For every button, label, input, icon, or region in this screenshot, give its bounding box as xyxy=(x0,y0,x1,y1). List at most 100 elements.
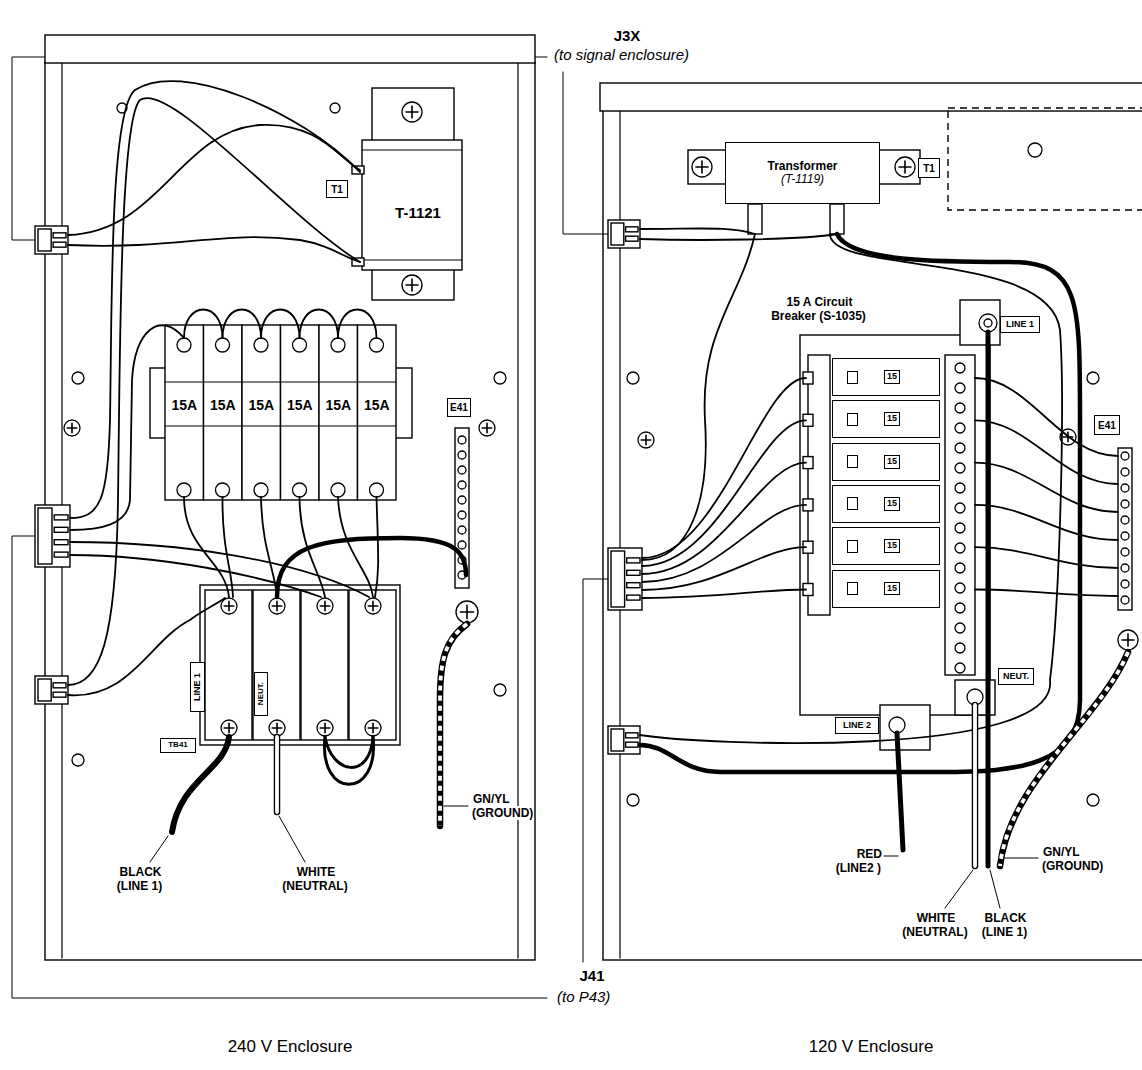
terminal xyxy=(955,623,965,633)
screw-slot xyxy=(641,435,651,445)
wire xyxy=(642,547,806,590)
terminal-module xyxy=(253,590,300,740)
wire xyxy=(642,505,806,582)
terminal xyxy=(177,483,191,497)
part-label: E41 xyxy=(1098,420,1116,431)
breaker-handle xyxy=(847,371,858,384)
breaker-panel xyxy=(800,335,990,715)
breaker-rating: 15A xyxy=(320,394,357,418)
ground-bar-tag: E41 xyxy=(447,398,471,417)
ground-terminal xyxy=(1121,500,1129,508)
connector-callout: (to P43) xyxy=(556,988,611,1005)
mounting-hole xyxy=(72,372,84,384)
ground-terminal xyxy=(1121,468,1129,476)
terminal xyxy=(955,463,965,473)
connector-pin xyxy=(627,583,640,588)
ground-terminal xyxy=(458,481,466,489)
screw-slot xyxy=(406,279,418,291)
rating-label: 15 xyxy=(884,455,900,469)
leader-line xyxy=(945,870,973,908)
terminal xyxy=(955,603,965,613)
breaker-module xyxy=(204,325,243,500)
terminal-block-base xyxy=(200,585,400,745)
ground-wire-stripe xyxy=(440,624,467,826)
enclosure-caption: 120 V Enclosure xyxy=(809,1038,934,1057)
lug-housing xyxy=(960,300,1000,345)
part-label: NEUT. xyxy=(1003,672,1029,682)
terminal-tag: T1 xyxy=(326,180,348,198)
screw-slot xyxy=(460,605,473,618)
wire-label: GN/YL (GROUND) xyxy=(472,792,534,820)
wire-label: GN/YL (GROUND) xyxy=(1042,845,1104,873)
connector-pin xyxy=(53,233,66,238)
screw xyxy=(64,420,80,436)
connector-latch xyxy=(38,229,51,251)
leader-line xyxy=(150,836,168,862)
ground-terminal xyxy=(458,511,466,519)
leader-line xyxy=(884,856,898,857)
enclosure-lid xyxy=(600,83,1142,111)
ground-terminal xyxy=(458,451,466,459)
connector-body xyxy=(35,676,68,704)
connector-latch xyxy=(38,508,52,564)
label-box: (to signal enclosure) xyxy=(553,46,733,63)
lug-housing xyxy=(880,705,930,750)
transformer-lamination xyxy=(362,150,462,260)
terminal-tag: LINE 1 xyxy=(190,662,206,712)
mounting-hole xyxy=(627,372,639,384)
part-label: 15A xyxy=(171,398,197,413)
part-label: 15A xyxy=(210,398,236,413)
screw-slot xyxy=(272,601,282,611)
wire-label: BLACK (LINE 1) xyxy=(117,865,163,893)
terminal xyxy=(955,543,965,553)
wire xyxy=(261,310,300,339)
label-box: J41 xyxy=(577,967,607,984)
circuit-breaker: 15 xyxy=(832,443,940,481)
label-box: 15 A Circuit Breaker (S-1035) xyxy=(763,296,875,324)
part-label: 15A xyxy=(364,398,390,413)
terminal xyxy=(955,503,965,513)
screw xyxy=(638,432,654,448)
connector-pin xyxy=(53,242,66,247)
screw-slot xyxy=(224,601,234,611)
terminal xyxy=(370,483,384,497)
connector-latch xyxy=(611,729,624,751)
connector-body xyxy=(608,548,642,610)
breaker-handle xyxy=(847,413,858,426)
screw xyxy=(221,720,237,736)
connector-pin xyxy=(53,692,66,697)
enclosure-body xyxy=(603,108,1142,960)
part-label: LINE 1 xyxy=(193,673,203,701)
circuit-breaker: 15 xyxy=(832,358,940,396)
label-box: RED (LINE2 ) xyxy=(822,848,882,876)
screw xyxy=(269,598,285,614)
leader-line xyxy=(279,816,305,862)
terminal xyxy=(955,583,965,593)
breaker-handle xyxy=(847,540,858,553)
enclosure: 120 V EnclosureTransformer(T-1119)T11515… xyxy=(600,65,1142,1065)
connector-callout: J41 xyxy=(578,967,605,984)
wire xyxy=(375,497,378,597)
circuit-breaker: 15 xyxy=(832,485,940,523)
wire xyxy=(975,463,1118,512)
wire xyxy=(277,538,466,597)
label-box: BLACK (LINE 1) xyxy=(975,912,1035,940)
screw-slot xyxy=(320,723,330,733)
screw-slot xyxy=(696,161,708,173)
connector-pin xyxy=(626,227,638,232)
connector-pin xyxy=(627,558,640,563)
mounting-hole xyxy=(1028,143,1042,157)
leader-line xyxy=(1005,858,1038,859)
circuit-breaker: 15 xyxy=(832,400,940,438)
ground-terminal xyxy=(458,526,466,534)
terminal xyxy=(293,338,307,352)
enclosure-caption: 240 V Enclosure xyxy=(228,1038,353,1057)
part-label: 15A xyxy=(248,398,274,413)
terminal xyxy=(177,338,191,352)
connector-pin xyxy=(626,733,638,738)
wire xyxy=(642,463,806,574)
ground-wire-outline xyxy=(440,624,467,826)
breaker-module xyxy=(358,325,397,500)
label-box: BLACK (LINE 1) xyxy=(110,866,170,894)
